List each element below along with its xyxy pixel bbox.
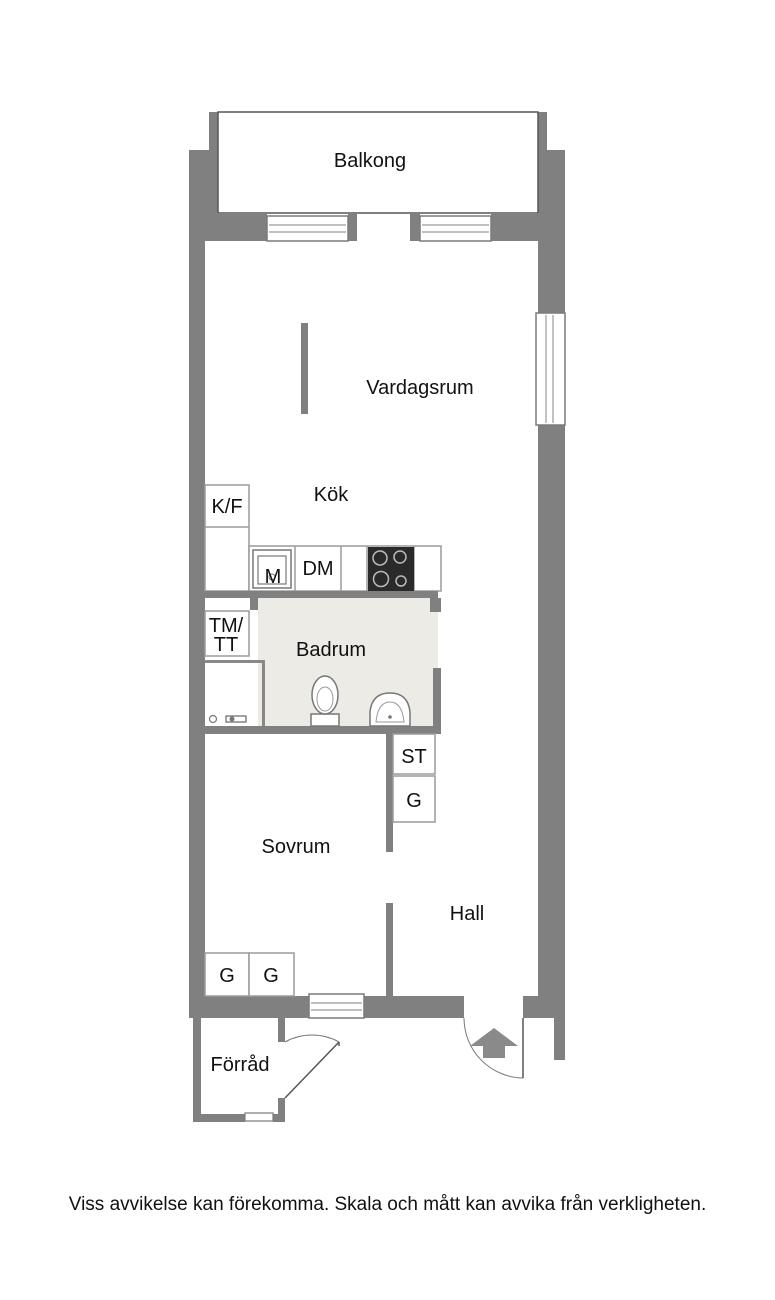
fixture-label-washer-dryer-1: TM/ (209, 615, 244, 637)
fixture-label-wardrobe-hall: G (406, 790, 422, 812)
partition-wall (301, 323, 308, 414)
outer-walls (189, 213, 565, 1060)
wardrobe-hall (392, 775, 436, 823)
washer-dryer-unit (204, 610, 250, 657)
kitchen-fixtures (204, 484, 442, 592)
window-top-left (266, 215, 349, 242)
stove-icon (368, 547, 414, 591)
hall-cabinets (386, 733, 436, 852)
fixture-label-wardrobe-bed-1: G (219, 965, 235, 987)
disclaimer-text: Viss avvikelse kan förekomma. Skala och … (68, 1194, 707, 1215)
ironing-cupboard (392, 733, 436, 775)
fixture-label-fridge-freezer: K/F (211, 496, 242, 518)
window-top-right (419, 215, 492, 242)
room-label-storage: Förråd (211, 1054, 270, 1076)
bathroom-floor-corner (205, 656, 258, 726)
bedroom-wardrobes (204, 952, 295, 997)
window-right (535, 312, 566, 426)
sink-icon (252, 549, 292, 589)
bathroom-fixtures (204, 610, 411, 727)
fixture-label-washer-dryer-2: TT (214, 634, 238, 656)
room-label-living-room: Vardagsrum (366, 377, 473, 399)
window-bottom (308, 993, 365, 1019)
wardrobe-bed-1 (204, 952, 250, 997)
room-label-hall: Hall (450, 903, 484, 925)
storage-door (284, 1034, 340, 1099)
room-label-kitchen: Kök (314, 484, 349, 506)
entrance-arrow-icon (470, 1028, 518, 1058)
room-label-bathroom: Badrum (296, 639, 366, 661)
fridge-freezer-unit (204, 484, 250, 592)
shower-icon (205, 660, 265, 726)
room-label-bedroom: Sovrum (262, 836, 331, 858)
wardrobe-bed-2 (248, 952, 295, 997)
fixture-label-ironing-cupboard: ST (401, 746, 427, 768)
storage-window (244, 1112, 274, 1122)
washbasin-icon (369, 692, 411, 727)
entrance-door (463, 1017, 524, 1079)
fixture-label-wardrobe-bed-2: G (263, 965, 279, 987)
balcony (189, 111, 565, 214)
fixture-label-microwave: M (265, 566, 282, 588)
fixture-label-dishwasher: DM (302, 558, 333, 580)
storage-room (193, 1018, 340, 1122)
room-label-balcony: Balkong (334, 150, 406, 172)
bedroom-walls (386, 903, 393, 996)
bathroom-walls (205, 591, 441, 734)
bathroom-floor (258, 598, 438, 726)
toilet-icon (310, 675, 340, 727)
